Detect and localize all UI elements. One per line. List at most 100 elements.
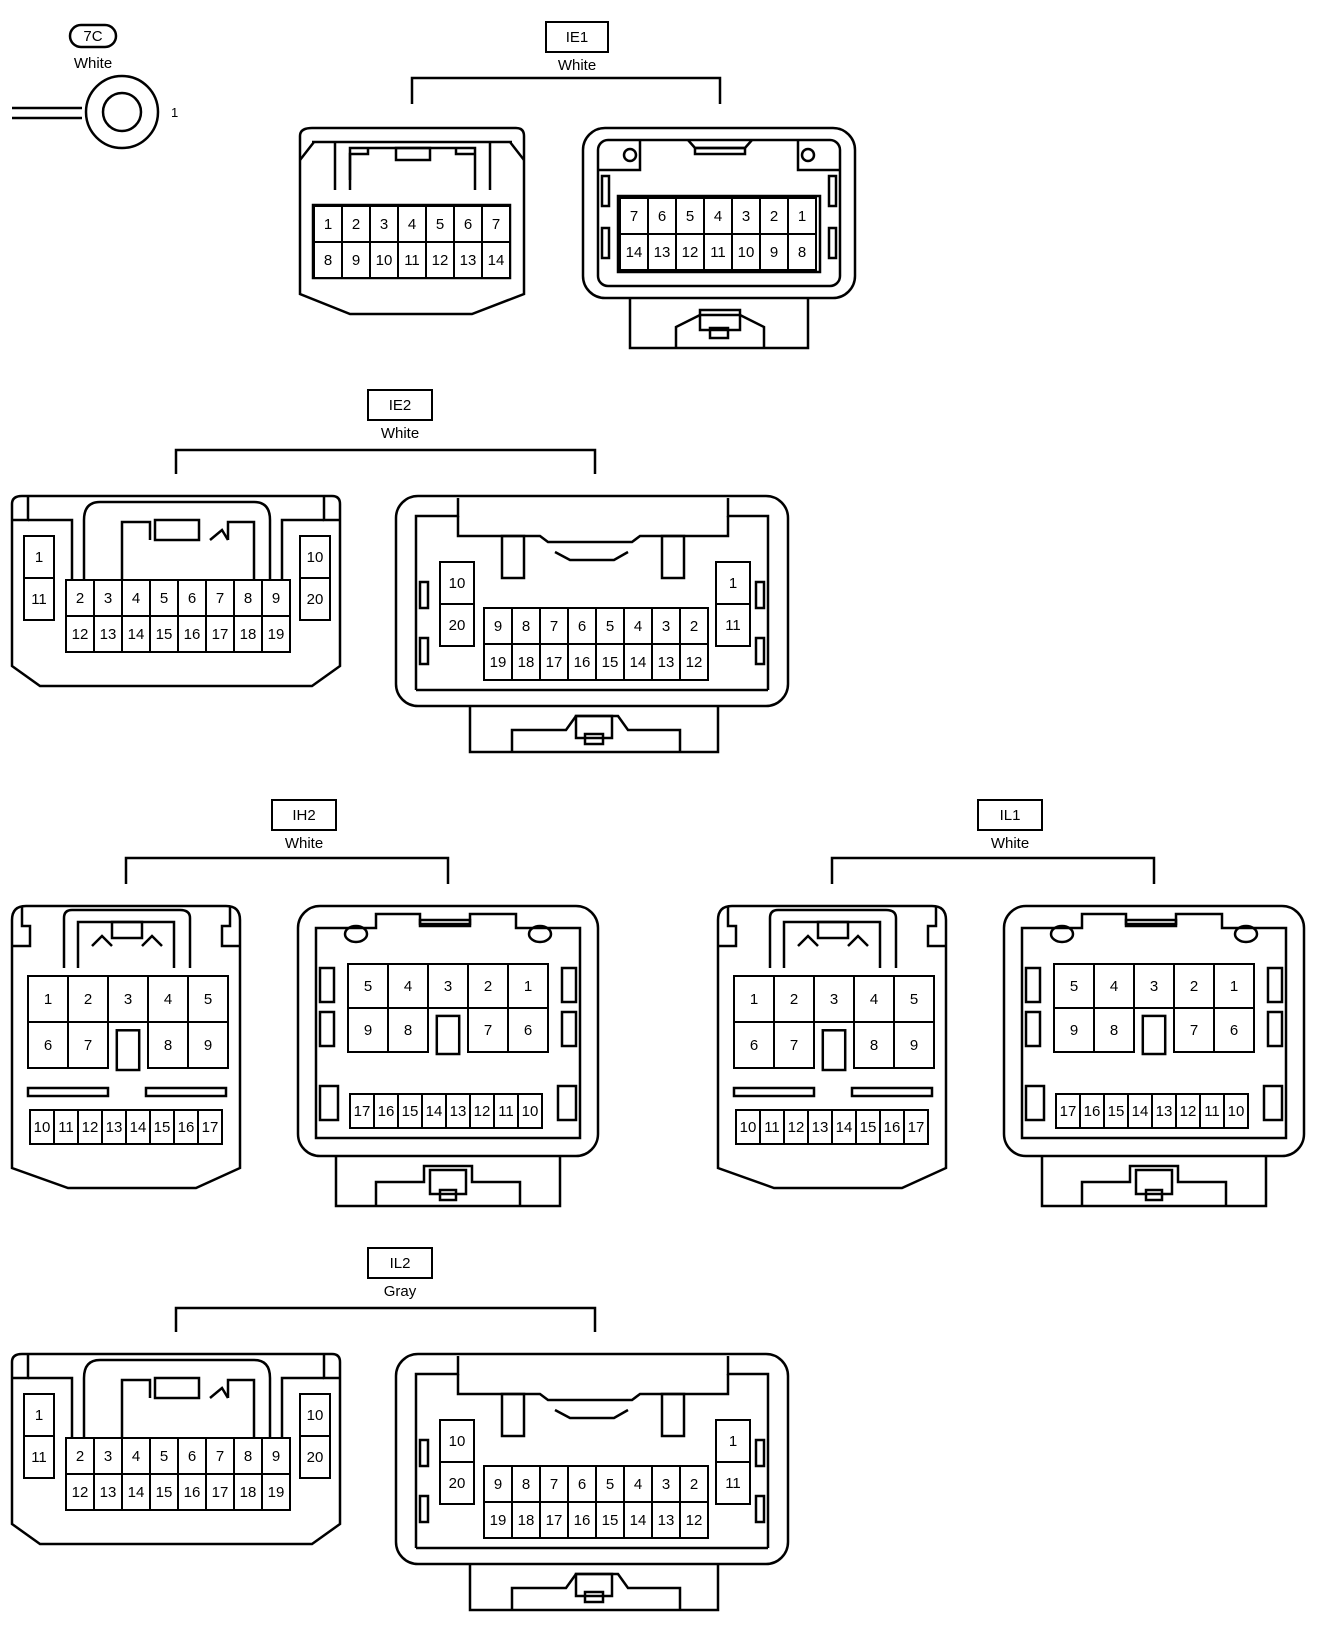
pin-number: 9 [272, 590, 280, 607]
pin-number: 13 [658, 654, 675, 671]
pin-number: 15 [154, 1119, 171, 1136]
pin-cavity [205, 1437, 235, 1475]
pin-number: 13 [106, 1119, 123, 1136]
connector-ih2-id-box [271, 799, 337, 831]
ie1-female-pin-2: 2 [759, 197, 789, 235]
ih2-male-pin-11: 11 [53, 1109, 79, 1145]
pin-number: 4 [1110, 978, 1118, 995]
pin-number: 17 [908, 1119, 925, 1136]
ih2-male-pin-1: 1 [27, 975, 69, 1023]
pin-number: 10 [1228, 1103, 1245, 1120]
il2-male-pin-19: 19 [261, 1473, 291, 1511]
il1-male-pin-7: 7 [773, 1021, 815, 1069]
pin-cavity [595, 1465, 625, 1503]
pin-number: 1 [44, 991, 52, 1008]
ih2-female-pin-11: 11 [493, 1093, 519, 1129]
il2-female-pin-8: 8 [511, 1465, 541, 1503]
il1-female-pin-7: 7 [1173, 1007, 1215, 1053]
connector-il2-bracket [174, 1306, 597, 1332]
ring-terminal-pin-label: 1 [171, 105, 178, 120]
ih2-female-pin-6: 6 [507, 1007, 549, 1053]
il2-female-pin-19: 19 [483, 1501, 513, 1539]
pin-number: 6 [524, 1022, 532, 1039]
il2-male-pin-15: 15 [149, 1473, 179, 1511]
il1-male-pin-12: 12 [783, 1109, 809, 1145]
pin-cavity [759, 233, 789, 271]
ie2-male-pin-3: 3 [93, 579, 123, 617]
pin-cavity [121, 579, 151, 617]
pin-number: 14 [130, 1119, 147, 1136]
pin-number: 9 [770, 244, 778, 261]
pin-cavity [187, 975, 229, 1023]
connector-ie1-female-housing [581, 126, 857, 350]
pin-number: 17 [546, 1512, 563, 1529]
pin-number: 6 [750, 1037, 758, 1054]
pin-cavity [299, 1435, 331, 1479]
pin-number: 5 [160, 590, 168, 607]
il1-female-pin-key [1141, 1014, 1167, 1056]
pin-number: 1 [798, 208, 806, 225]
pin-cavity [1133, 963, 1175, 1009]
pin-cavity [623, 607, 653, 645]
pin-number: 8 [404, 1022, 412, 1039]
ih2-female-pin-8: 8 [387, 1007, 429, 1053]
ie1-male-pin-6: 6 [453, 205, 483, 243]
pin-cavity [439, 1461, 475, 1505]
pin-number: 8 [798, 244, 806, 261]
ie1-male-pin-2: 2 [341, 205, 371, 243]
ie1-female-pin-9: 9 [759, 233, 789, 271]
ih2-male-pin-8: 8 [147, 1021, 189, 1069]
pin-cavity [1053, 963, 1095, 1009]
ie1-female-pin-6: 6 [647, 197, 677, 235]
connector-il2-id: IL2 [390, 1255, 411, 1272]
il1-male-pin-4: 4 [853, 975, 895, 1023]
pin-number: 1 [729, 1433, 737, 1450]
pin-cavity [65, 1473, 95, 1511]
pin-number: 1 [750, 991, 758, 1008]
connector-ie1-color: White [558, 57, 596, 74]
pin-number: 16 [184, 626, 201, 643]
pin-number: 6 [188, 590, 196, 607]
connector-ih2-id: IH2 [292, 807, 315, 824]
il1-male-pin-15: 15 [855, 1109, 881, 1145]
pin-number: 20 [307, 1449, 324, 1466]
pin-key-slot [435, 1014, 461, 1056]
il1-male-pin-key [821, 1029, 847, 1072]
ie2-female-pin-20: 20 [439, 603, 475, 647]
il2-male-pin-1: 1 [23, 1393, 55, 1437]
pin-cavity [23, 535, 55, 579]
pin-number: 2 [76, 1448, 84, 1465]
ie1-male-pin-13: 13 [453, 241, 483, 279]
pin-number: 12 [682, 244, 699, 261]
pin-cavity [773, 1021, 815, 1069]
pin-number: 1 [1230, 978, 1238, 995]
pin-cavity [623, 1501, 653, 1539]
pin-cavity [427, 963, 469, 1009]
il2-female-pin-4: 4 [623, 1465, 653, 1503]
pin-number: 16 [884, 1119, 901, 1136]
pin-number: 10 [449, 575, 466, 592]
ie2-male-pin-14: 14 [121, 615, 151, 653]
il2-female-pin-1: 1 [715, 1419, 751, 1463]
pin-number: 2 [484, 978, 492, 995]
pin-cavity [121, 1473, 151, 1511]
pin-number: 19 [268, 626, 285, 643]
ie1-male-pin-8: 8 [313, 241, 343, 279]
ie2-female-pin-18: 18 [511, 643, 541, 681]
il2-female-pin-3: 3 [651, 1465, 681, 1503]
pin-cavity [233, 1437, 263, 1475]
connector-il2-male-housing [10, 1352, 342, 1546]
pin-number: 19 [490, 654, 507, 671]
ie1-female-pin-12: 12 [675, 233, 705, 271]
pin-number: 7 [84, 1037, 92, 1054]
ih2-female-pin-1: 1 [507, 963, 549, 1009]
connector-7c-id-box [68, 23, 118, 49]
il2-female-pin-5: 5 [595, 1465, 625, 1503]
il1-male-pin-2: 2 [773, 975, 815, 1023]
pin-number: 2 [84, 991, 92, 1008]
il1-male-pin-8: 8 [853, 1021, 895, 1069]
